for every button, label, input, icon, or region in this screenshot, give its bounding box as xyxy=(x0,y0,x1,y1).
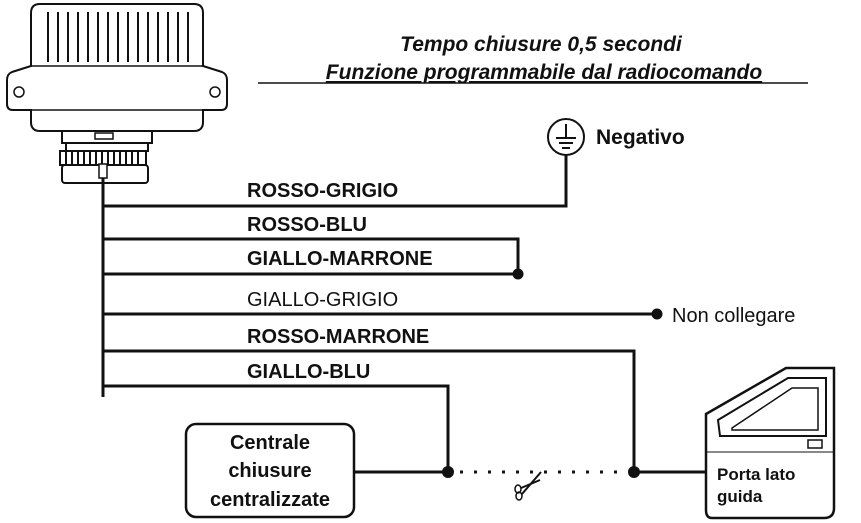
title-line-2: Funzione programmabile dal radiocomando xyxy=(326,61,763,84)
wire-label-rosso-grigio: ROSSO-GRIGIO xyxy=(247,180,398,202)
centrale-line-1: Centrale xyxy=(230,432,310,454)
wire-rosso-grigio xyxy=(103,155,568,208)
wire-rosso-marrone xyxy=(103,349,636,472)
wire-label-giallo-grigio: GIALLO-GRIGIO xyxy=(247,289,398,311)
wire-label-giallo-blu: GIALLO-BLU xyxy=(247,361,370,383)
title-line-1: Tempo chiusure 0,5 secondi xyxy=(400,33,683,56)
centrale-line-2: chiusure xyxy=(228,460,311,482)
centrale-box xyxy=(184,422,356,519)
non-collegare-label: Non collegare xyxy=(672,305,795,327)
wire-end-dot xyxy=(651,308,663,320)
ground-label: Negativo xyxy=(596,126,685,149)
porta-line-2: guida xyxy=(717,487,763,506)
ground-icon xyxy=(547,118,585,156)
wire-label-rosso-blu: ROSSO-BLU xyxy=(247,214,367,236)
wire-giallo-blu xyxy=(103,384,450,472)
wire-label-rosso-marrone: ROSSO-MARRONE xyxy=(247,326,429,348)
centrale-line-3: centralizzate xyxy=(210,489,330,511)
porta-line-1: Porta lato xyxy=(717,465,795,484)
wire-rosso-blu xyxy=(103,237,520,274)
car-door-icon xyxy=(704,366,836,520)
junction-dot-left xyxy=(442,466,454,478)
wire-label-giallo-marrone: GIALLO-MARRONE xyxy=(247,248,433,270)
scissors-icon xyxy=(514,471,542,501)
control-module-icon xyxy=(6,3,228,184)
junction-dot xyxy=(512,268,524,280)
